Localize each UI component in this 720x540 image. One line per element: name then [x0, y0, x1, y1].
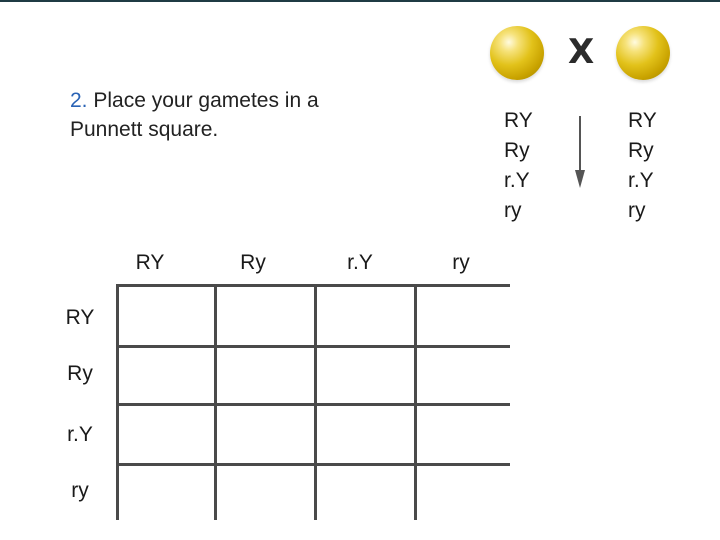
punnett-cell[interactable] [414, 345, 510, 403]
punnett-cell[interactable] [116, 403, 214, 463]
gamete-label: Ry [628, 139, 654, 162]
row-header: ry [71, 479, 89, 502]
punnett-square [116, 284, 510, 520]
punnett-cell[interactable] [414, 463, 510, 520]
gamete-label: RY [628, 109, 657, 132]
punnett-cell[interactable] [116, 284, 214, 345]
punnett-cell[interactable] [116, 463, 214, 520]
punnett-cell[interactable] [314, 284, 414, 345]
punnett-cell[interactable] [314, 403, 414, 463]
punnett-cell[interactable] [214, 463, 314, 520]
yellow-pea-icon [490, 26, 544, 80]
punnett-cell[interactable] [214, 284, 314, 345]
column-header: Ry [240, 251, 266, 274]
gamete-label: RY [504, 109, 533, 132]
cross-symbol: X [568, 32, 595, 72]
row-header: r.Y [67, 423, 93, 446]
row-header: RY [65, 306, 95, 329]
gamete-label: r.Y [504, 169, 530, 192]
left-parent-gametes: RY Ry r.Y ry [504, 106, 533, 226]
column-header: ry [452, 251, 470, 274]
row-header: Ry [67, 362, 93, 385]
down-arrow-icon [575, 116, 585, 188]
instruction-text: 2. Place your gametes in a Punnett squar… [70, 86, 390, 144]
step-number: 2. [70, 89, 88, 112]
gamete-label: Ry [504, 139, 530, 162]
column-header: r.Y [347, 251, 373, 274]
column-header: RY [135, 251, 165, 274]
punnett-cell[interactable] [214, 345, 314, 403]
punnett-cell[interactable] [116, 345, 214, 403]
punnett-cell[interactable] [314, 345, 414, 403]
gamete-label: ry [628, 199, 646, 222]
punnett-cell[interactable] [214, 403, 314, 463]
right-parent-gametes: RY Ry r.Y ry [628, 106, 657, 226]
yellow-pea-icon [616, 26, 670, 80]
step-text: Place your gametes in a Punnett square. [70, 89, 319, 141]
punnett-cell[interactable] [414, 403, 510, 463]
gamete-label: r.Y [628, 169, 654, 192]
punnett-cell[interactable] [414, 284, 510, 345]
top-border [0, 0, 720, 2]
gamete-label: ry [504, 199, 522, 222]
punnett-cell[interactable] [314, 463, 414, 520]
